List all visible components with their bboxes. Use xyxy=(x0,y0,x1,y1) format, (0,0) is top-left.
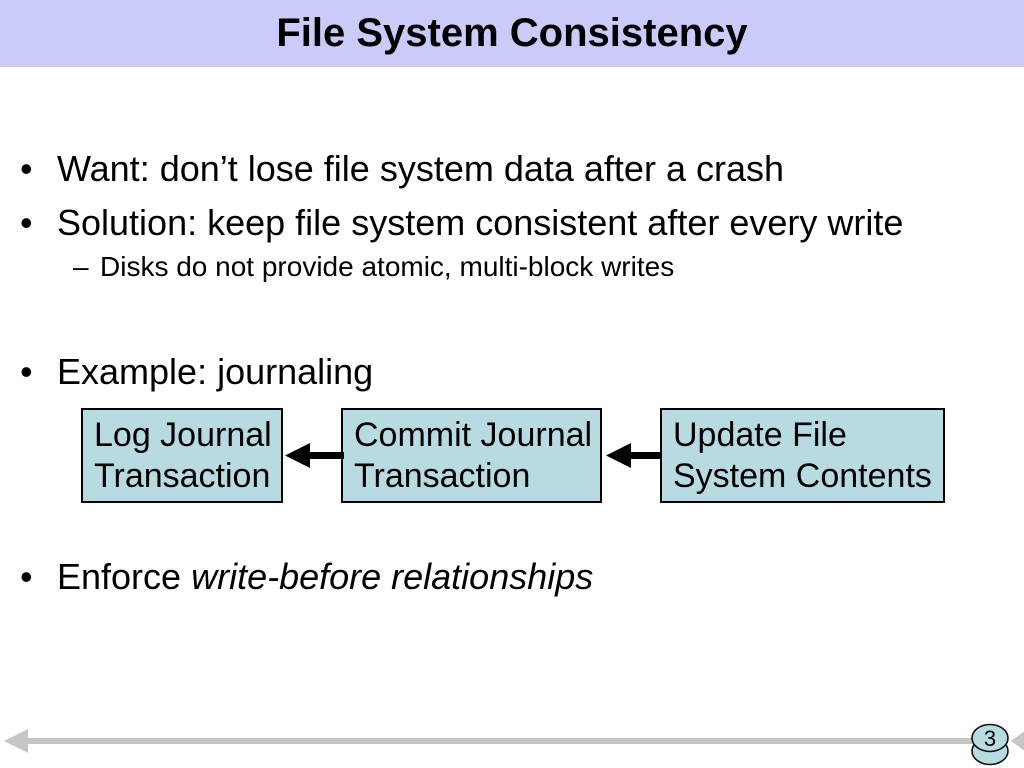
nav-arrow-line xyxy=(4,729,1024,753)
bullet-solution: • Solution: keep file system consistent … xyxy=(20,201,903,245)
box-line: Transaction xyxy=(94,456,271,495)
subbullet-disks-text: Disks do not provide atomic, multi-block… xyxy=(100,251,675,282)
left-arrow-icon xyxy=(285,443,344,468)
dash-marker: – xyxy=(73,251,89,282)
diagram-box-update-fs: Update File System Contents xyxy=(660,408,945,503)
title-bar: File System Consistency xyxy=(0,0,1024,67)
enforce-prefix: Enforce xyxy=(57,556,192,597)
box-line: Update File xyxy=(673,415,847,454)
left-arrow-icon xyxy=(606,443,662,468)
box-line: Transaction xyxy=(354,456,531,495)
slide-title: File System Consistency xyxy=(276,11,748,55)
bullet-solution-text: Solution: keep file system consistent af… xyxy=(57,202,904,243)
bullet-marker: • xyxy=(20,148,33,189)
bullet-example: • Example: journaling xyxy=(20,350,373,394)
page-number-badge: 3 xyxy=(971,723,1009,766)
bullet-marker: • xyxy=(20,351,33,392)
nav-right-arrowhead-icon xyxy=(1011,731,1024,751)
bullet-marker: • xyxy=(20,556,33,597)
bullet-enforce-text: Enforce write-before relationships xyxy=(57,555,593,599)
nav-left-arrowhead-icon xyxy=(4,729,28,753)
subbullet-disks: – Disks do not provide atomic, multi-blo… xyxy=(73,249,674,285)
diagram-box-log-journal: Log Journal Transaction xyxy=(81,408,283,503)
bullet-want-text: Want: don’t lose file system data after … xyxy=(57,148,784,189)
bullet-enforce: • Enforce write-before relationships xyxy=(20,555,593,599)
box-line: Log Journal xyxy=(94,415,272,454)
bullet-example-text: Example: journaling xyxy=(57,351,374,392)
enforce-italic: write-before relationships xyxy=(191,556,594,597)
box-line: Commit Journal xyxy=(354,415,593,454)
bullet-marker: • xyxy=(20,202,33,243)
page-number: 3 xyxy=(984,726,996,751)
diagram-box-commit-journal: Commit Journal Transaction xyxy=(341,408,602,503)
box-line: System Contents xyxy=(673,456,932,495)
bullet-want: • Want: don’t lose file system data afte… xyxy=(20,147,784,191)
